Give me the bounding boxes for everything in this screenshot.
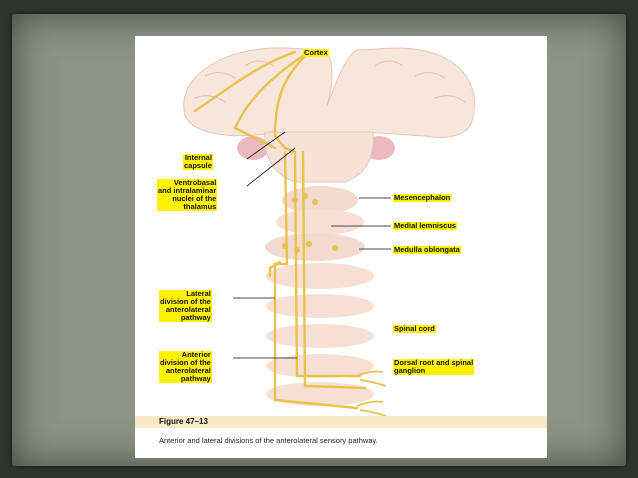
thalamus-left	[237, 136, 269, 160]
label-anterior-division: Anterior division of the anterolateral p…	[159, 350, 212, 383]
label-mesencephalon: Mesencephalon	[393, 193, 452, 202]
label-internal-capsule: Internal capsule	[183, 153, 213, 170]
anterolateral-pathway-diagram	[183, 47, 475, 417]
medulla-section	[265, 233, 365, 261]
figure-number: Figure 47–13	[159, 417, 208, 426]
cortex-gyri	[194, 60, 466, 103]
spinal-section-2	[266, 294, 374, 318]
cerebral-cortex	[183, 47, 475, 138]
diencephalon	[264, 131, 374, 183]
label-medulla-oblongata: Medulla oblongata	[393, 245, 461, 254]
pons-section	[276, 209, 364, 235]
label-spinal-cord: Spinal cord	[393, 324, 436, 333]
label-dorsal-root: Dorsal root and spinal ganglion	[393, 358, 475, 375]
label-medial-lemniscus: Medial lemniscus	[393, 221, 458, 230]
pathway-fibers	[193, 50, 367, 410]
label-cortex: Cortex	[303, 48, 329, 57]
mesencephalon-section	[282, 186, 358, 214]
slide-content: Cortex Internal capsule Ventrobasal and …	[135, 36, 547, 458]
figure-caption: Anterior and lateral divisions of the an…	[159, 436, 378, 445]
label-thalamus-nuclei: Ventrobasal and intralaminar nuclei of t…	[157, 178, 218, 211]
slide-frame: Cortex Internal capsule Ventrobasal and …	[12, 14, 626, 466]
dorsal-root-fibers	[356, 370, 387, 417]
spinal-section-3	[266, 324, 374, 348]
label-lateral-division: Lateral division of the anterolateral pa…	[159, 289, 212, 322]
figure-number-bar	[135, 416, 547, 428]
leader-lines	[233, 131, 391, 359]
spinal-section-4	[266, 354, 374, 378]
spinal-section-1	[266, 263, 374, 289]
